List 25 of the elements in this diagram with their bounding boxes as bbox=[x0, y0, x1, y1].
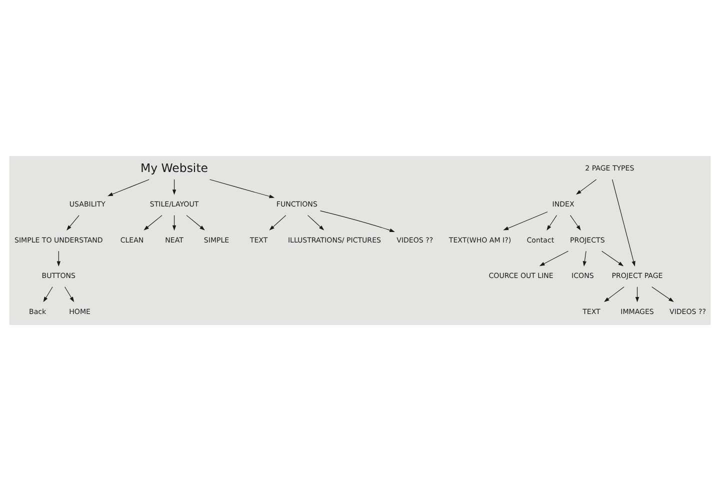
arrow bbox=[172, 214, 176, 230]
arrow bbox=[186, 214, 205, 230]
arrow bbox=[635, 286, 640, 302]
arrow bbox=[582, 250, 586, 266]
arrow bbox=[64, 286, 74, 302]
arrow bbox=[503, 211, 548, 230]
arrow bbox=[320, 210, 395, 232]
arrow bbox=[570, 214, 581, 230]
arrow bbox=[612, 178, 636, 266]
arrow bbox=[604, 286, 624, 302]
arrow bbox=[66, 214, 80, 230]
node-text: My Website bbox=[140, 160, 208, 174]
arrow bbox=[43, 286, 53, 302]
arrow bbox=[539, 250, 568, 266]
arrow bbox=[576, 178, 597, 194]
arrow bbox=[56, 250, 61, 266]
arrow bbox=[269, 214, 286, 230]
arrow bbox=[307, 214, 324, 230]
arrow bbox=[144, 214, 162, 230]
arrow bbox=[172, 178, 176, 194]
arrow bbox=[652, 286, 674, 302]
arrow bbox=[602, 250, 624, 266]
arrow bbox=[108, 178, 150, 196]
arrow bbox=[546, 214, 557, 230]
arrow bbox=[209, 178, 275, 198]
